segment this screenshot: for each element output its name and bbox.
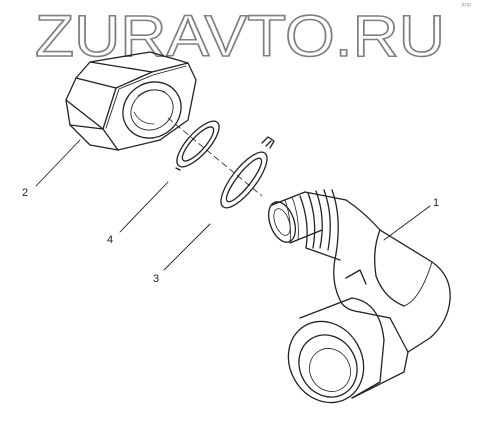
watermark-text: ZURAVTO.RU [35,6,445,66]
callout-2: 2 [22,187,28,199]
callout-3: 3 [153,273,159,285]
corner-mark: дор [461,2,471,8]
leader-line-2 [35,139,81,187]
split-ring [220,136,275,209]
leader-line-1 [383,205,431,241]
flat-washer [175,120,220,171]
watermark: ZURAVTO.RU [34,6,446,66]
hex-nut [65,51,197,151]
elbow-fitting [267,189,451,404]
leader-line-3 [163,223,211,271]
callout-1: 1 [433,197,439,209]
leader-line-4 [119,181,169,233]
callout-4: 4 [107,234,113,246]
